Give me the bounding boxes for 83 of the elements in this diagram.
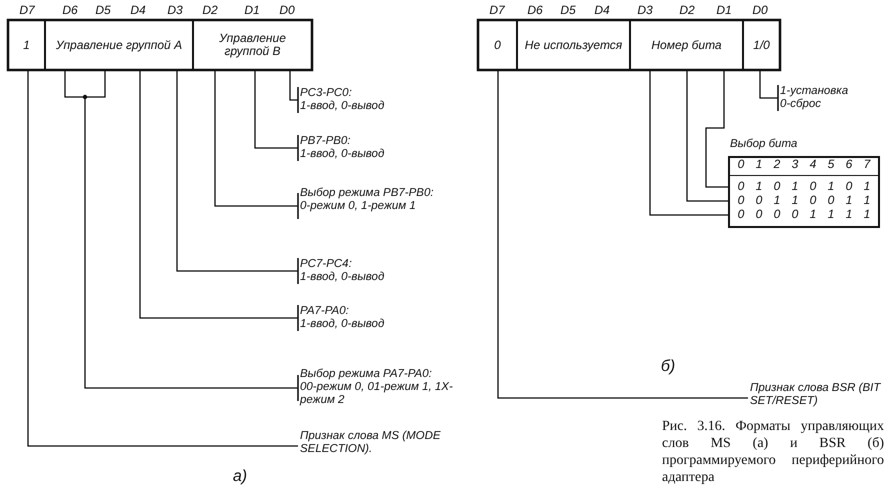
- bit-number: D0: [279, 3, 295, 17]
- annotation-heading: PA7-PA0:: [300, 305, 350, 318]
- annotation-text: 1-ввод, 0-вывод: [300, 148, 386, 161]
- bit-number: D4: [594, 3, 610, 17]
- bit-number: D2: [202, 3, 218, 17]
- table-cell: 0: [828, 194, 834, 207]
- table-cell: 3: [792, 158, 798, 171]
- table-cell: 0: [756, 194, 762, 207]
- annotation-text: 0-сброс: [780, 98, 822, 111]
- leader-line: [289, 70, 299, 114]
- leader-line: [64, 69, 299, 402]
- annotation-heading: PC7-PC4:: [300, 258, 353, 271]
- table-cell: 1: [846, 194, 852, 207]
- annotation-heading: PC3-PC0:: [300, 87, 353, 100]
- table-cell: 1: [828, 208, 834, 221]
- bit-number: D7: [19, 3, 35, 17]
- table-cell: 5: [828, 158, 834, 171]
- leader-line: [176, 70, 299, 285]
- table-cell: 0: [792, 208, 798, 221]
- table-cell: 0: [846, 180, 852, 193]
- register-field: Номер бита: [630, 20, 743, 70]
- bit-number: D3: [637, 3, 653, 17]
- table-cell: 1: [756, 180, 762, 193]
- table-cell: 1: [756, 158, 762, 171]
- leader-line: [214, 70, 299, 220]
- leader-line: [27, 70, 298, 447]
- table-cell: 1: [792, 180, 798, 193]
- leader-line: [254, 70, 299, 162]
- leader-line: [705, 70, 728, 188]
- annotation-text: Признак слова BSR (BIT SET/RESET): [750, 382, 882, 408]
- annotation-heading: 1-установка: [780, 85, 850, 98]
- table-cell: 1: [846, 208, 852, 221]
- bit-number: D3: [167, 3, 183, 17]
- table-cell: 1: [828, 180, 834, 193]
- table-cell: 1: [864, 194, 870, 207]
- table-cell: 2: [774, 158, 780, 171]
- bit-number: D1: [244, 3, 260, 17]
- panel-label: б): [660, 360, 676, 374]
- bit-number: D0: [752, 3, 768, 17]
- bit-number: D7: [489, 3, 505, 17]
- table-cell: 1: [810, 208, 816, 221]
- annotation-heading: Выбор режима PB7-PB0:: [300, 187, 435, 200]
- leader-line: [139, 70, 299, 332]
- annotation-text: 1-ввод, 0-вывод: [300, 271, 386, 284]
- leader-line: [649, 70, 728, 216]
- table-cell: 0: [774, 180, 780, 193]
- table-cell: 0: [756, 208, 762, 221]
- table-cell: 1: [774, 194, 780, 207]
- bit-number: D1: [716, 3, 732, 17]
- table-cell: 1: [864, 208, 870, 221]
- table-heading: Выбор бита: [730, 138, 798, 151]
- table-cell: 6: [846, 158, 852, 171]
- bit-number: D6: [527, 3, 543, 17]
- register-field: Управление группой A: [45, 20, 193, 70]
- table-cell: 0: [738, 180, 744, 193]
- table-cell: 0: [774, 208, 780, 221]
- figure-caption: Рис. 3.16. Форматы управляющих слов MS (а) и BSR (б) программируемого периферийного адаптера: [662, 418, 884, 486]
- leader-line: [497, 70, 748, 399]
- panel-label: а): [232, 470, 248, 484]
- bit-number: D2: [679, 3, 695, 17]
- annotation-text: 1-ввод, 0-вывод: [300, 318, 386, 331]
- bit-number: D5: [95, 3, 111, 17]
- annotation-text: 0-режим 0, 1-режим 1: [300, 200, 417, 213]
- annotation-heading: Выбор режима PA7-PA0:: [300, 368, 433, 381]
- table-cell: 0: [738, 208, 744, 221]
- annotation-text: 00-режим 0, 01-режим 1, 1X-режим 2: [300, 381, 454, 407]
- leader-line: [759, 70, 779, 112]
- bit-number: D6: [62, 3, 78, 17]
- bit-number: D4: [130, 3, 146, 17]
- table-cell: 0: [738, 158, 744, 171]
- table-cell: 0: [738, 194, 744, 207]
- leader-line: [686, 70, 728, 202]
- table-cell: 1: [792, 194, 798, 207]
- table-cell: 4: [810, 158, 816, 171]
- table-cell: 1: [864, 180, 870, 193]
- annotation-text: Признак слова MS (MODE SELECTION).: [300, 430, 442, 456]
- table-cell: 7: [864, 158, 870, 171]
- annotation-text: 1-ввод, 0-вывод: [300, 100, 386, 113]
- table-cell: 0: [810, 180, 816, 193]
- bit-number: D5: [560, 3, 576, 17]
- table-cell: 0: [810, 194, 816, 207]
- register-field: Не используется: [517, 20, 630, 70]
- annotation-heading: PB7-PB0:: [300, 135, 352, 148]
